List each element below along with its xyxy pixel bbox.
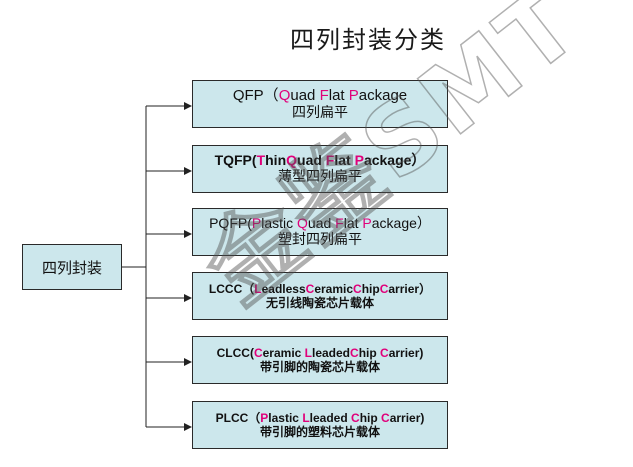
node-clcc: CLCC(Ceramic LleadedChip Carrier)带引脚的陶瓷芯… (192, 336, 448, 384)
name-segment: uad (297, 152, 326, 169)
node-tqfp: TQFP(ThinQuad Flat Package）薄型四列扁平 (192, 145, 448, 193)
node-plcc-english-name: PLCC（Plastic Lleaded Chip Carrier) (216, 411, 425, 425)
name-segment: lat (343, 215, 363, 232)
name-segment: eramic (314, 281, 354, 296)
name-segment: Q (297, 215, 308, 232)
diagram-title: 四列封装分类 (290, 26, 446, 54)
name-segment: C (381, 410, 390, 425)
name-segment: arrier） (388, 281, 432, 296)
name-segment: ackage） (363, 152, 426, 169)
name-segment: F (319, 86, 329, 104)
name-segment: F (325, 152, 335, 169)
node-tqfp-english-name: TQFP(ThinQuad Flat Package） (215, 152, 426, 169)
node-tqfp-chinese-name: 薄型四列扁平 (278, 169, 362, 185)
name-segment: L (304, 345, 312, 360)
name-segment: Q (278, 86, 291, 104)
name-segment: C (353, 281, 362, 296)
name-segment: P (348, 86, 359, 104)
name-segment: arrier) (389, 410, 425, 425)
name-segment: Q (286, 152, 298, 169)
name-segment: hin (265, 152, 287, 169)
name-segment: PLCC（ (215, 410, 261, 425)
name-segment: L (254, 281, 262, 296)
node-lccc-chinese-name: 无引线陶瓷芯片载体 (265, 296, 374, 310)
name-segment: L (302, 410, 310, 425)
name-segment: uad (290, 86, 320, 104)
name-segment: F (335, 215, 344, 232)
name-segment: T (256, 152, 266, 169)
name-segment: P (260, 410, 269, 425)
name-segment: leaded (309, 410, 352, 425)
name-segment: C (379, 281, 389, 296)
name-segment: C (351, 410, 360, 425)
name-segment: LCCC（ (208, 281, 255, 296)
name-segment: uad (307, 215, 336, 232)
node-plcc-chinese-name: 带引脚的塑料芯片载体 (259, 425, 380, 439)
name-segment: C (253, 345, 263, 360)
name-segment: hip (361, 281, 380, 296)
name-segment: C (380, 345, 389, 360)
name-segment: ackage） (371, 215, 431, 232)
name-segment: CLCC( (216, 345, 254, 360)
node-lccc-english-name: LCCC（LeadlessCeramicChipCarrier） (209, 282, 431, 296)
name-segment: arrier) (388, 345, 424, 360)
name-segment: QFP（ (232, 86, 279, 104)
node-clcc-chinese-name: 带引脚的陶瓷芯片载体 (259, 360, 380, 374)
name-segment: lastic (268, 410, 303, 425)
node-plcc: PLCC（Plastic Lleaded Chip Carrier)带引脚的塑料… (192, 401, 448, 449)
name-segment: hip (359, 410, 382, 425)
node-qfp-english-name: QFP（Quad Flat Package (233, 87, 407, 105)
name-segment: P (354, 152, 364, 169)
name-segment: P (362, 215, 372, 232)
name-segment: lat (334, 152, 355, 169)
name-segment: P (251, 215, 262, 232)
name-segment: eadless (261, 281, 306, 296)
name-segment: C (350, 345, 359, 360)
name-segment: lastic (261, 215, 298, 232)
name-segment: ackage (358, 86, 408, 104)
node-lccc: LCCC（LeadlessCeramicChipCarrier）无引线陶瓷芯片载… (192, 272, 448, 320)
root-node-label: 四列封装 (41, 258, 102, 277)
name-segment: lat (328, 86, 349, 104)
name-segment: TQFP( (214, 152, 257, 169)
node-pqfp-chinese-name: 塑封四列扁平 (278, 232, 362, 248)
name-segment: leaded (312, 345, 351, 360)
name-segment: hip (358, 345, 381, 360)
node-clcc-english-name: CLCC(Ceramic LleadedChip Carrier) (217, 346, 424, 360)
node-pqfp-english-name: PQFP(Plastic Quad Flat Package） (209, 215, 431, 232)
root-node-quad-package: 四列封装 (22, 244, 122, 290)
node-qfp-chinese-name: 四列扁平 (292, 104, 348, 121)
name-segment: C (305, 281, 315, 296)
name-segment: PQFP( (209, 215, 252, 232)
node-pqfp: PQFP(Plastic Quad Flat Package）塑封四列扁平 (192, 208, 448, 256)
name-segment: eramic (262, 345, 305, 360)
